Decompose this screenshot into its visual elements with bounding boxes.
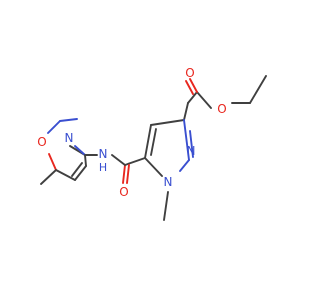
ester-oxygen-label: O [217, 102, 226, 116]
isoxazole-ring-bonds [40, 118, 98, 185]
isoxazole-oxygen-label: O [37, 135, 46, 149]
atom-labels: O O N N O N H N O [37, 66, 226, 199]
molecule-structure: O O N N O N H N O [37, 66, 267, 221]
amide-hydrogen-label: H [99, 161, 107, 174]
pyrazole-n2-label: N [187, 144, 196, 158]
pyrazole-n1-label: N [164, 175, 173, 189]
ester-carbonyl-oxygen-label: O [185, 66, 194, 80]
amide-nitrogen-label: N [99, 147, 108, 161]
isoxazole-nitrogen-label: N [65, 131, 74, 145]
ethyl-ester-bonds [183, 75, 267, 121]
amide-oxygen-label: O [119, 185, 128, 199]
amide-bonds [111, 154, 146, 184]
pyrazole-ring-bonds [144, 119, 194, 221]
